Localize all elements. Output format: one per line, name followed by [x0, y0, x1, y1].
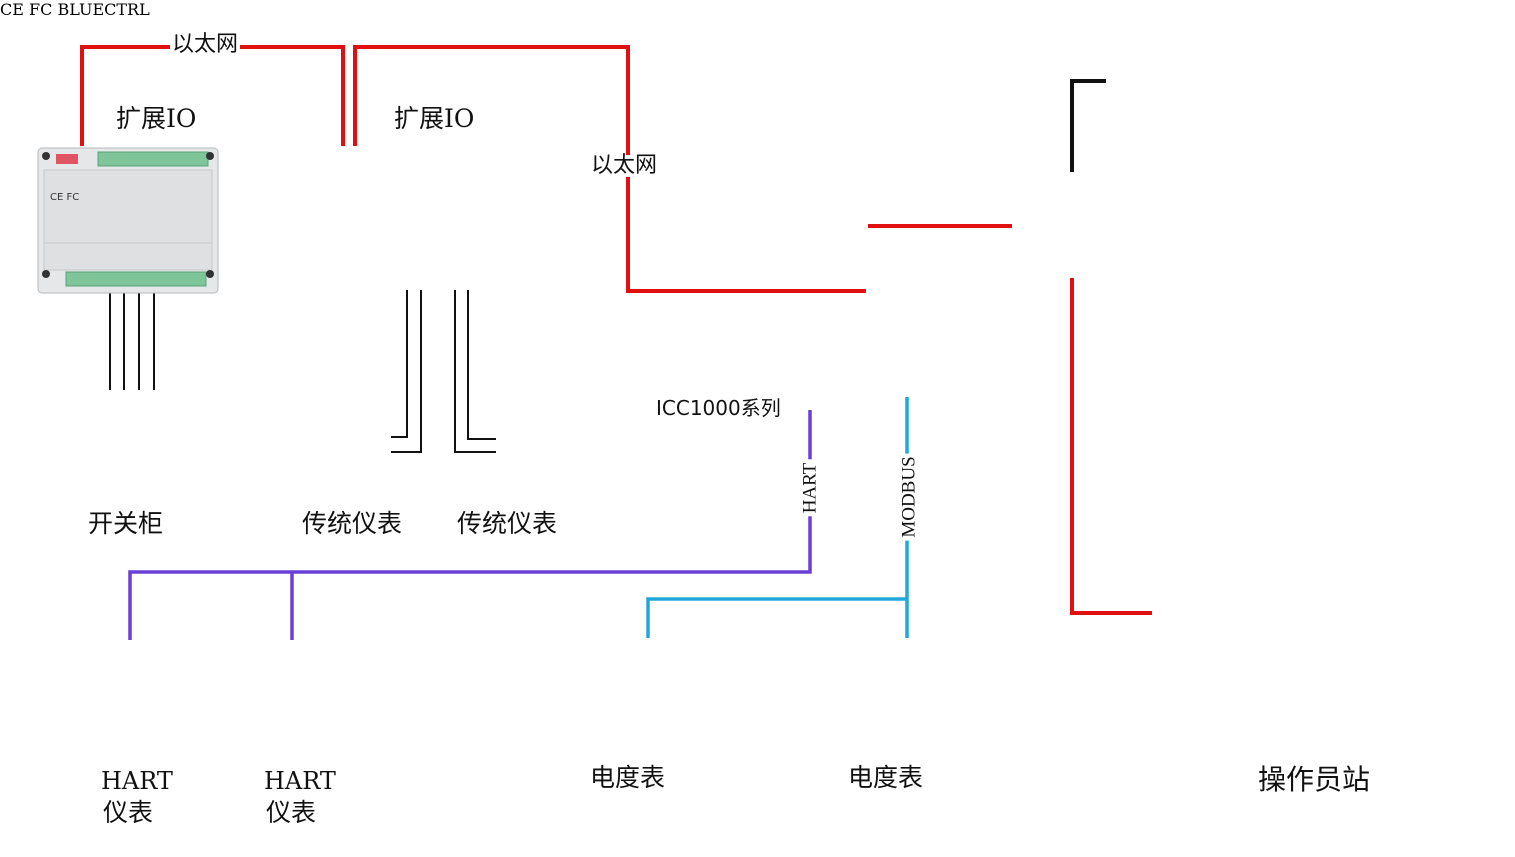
io-module-2-label: 扩展IO — [394, 104, 475, 133]
controller-button-right[interactable]: BLUECTRL — [57, 0, 149, 19]
ethernet-label-right: 以太网 — [589, 153, 660, 178]
energy-meter-1-label: 电度表 — [590, 763, 666, 792]
ethernet-link-io2-controller — [353, 45, 866, 293]
controller-button-left[interactable]: BLUECTRL — [57, 0, 149, 19]
net1-port[interactable]: BLUECTRL — [57, 0, 149, 19]
controller-label: ICC1000系列 — [656, 396, 781, 420]
hart-link-label: HART — [799, 459, 822, 517]
switch-uplink — [1070, 79, 1106, 172]
signal-wires-switchgear — [109, 290, 155, 390]
ethernet-label-top: 以太网 — [170, 32, 241, 57]
energy-meter-2-label: 电度表 — [848, 763, 924, 792]
io-module-1-label: 扩展IO — [116, 104, 197, 133]
net2-port[interactable]: BLUECTRL — [57, 0, 149, 19]
modbus-bus-branch — [646, 597, 907, 638]
io-module-icon[interactable]: CE FC — [0, 0, 53, 19]
links — [80, 45, 1152, 640]
ethernet-link-switch-station — [1070, 278, 1152, 615]
meter-2-label: 传统仪表 — [457, 509, 558, 538]
controller-button-ok[interactable]: BLUECTRL — [57, 0, 149, 19]
hart-meter-1-label-line1: HART — [101, 767, 173, 795]
svg-text:CE FC: CE FC — [50, 192, 79, 203]
controller-icon[interactable]: BLUECTRL — [57, 0, 149, 19]
switchgear-label: 开关柜 — [88, 509, 164, 538]
modbus-link-label: MODBUS — [898, 453, 921, 541]
signal-wires-meter-1 — [391, 290, 422, 453]
operator-station-label: 操作员站 — [1258, 763, 1371, 796]
meter-1-label: 传统仪表 — [302, 509, 403, 538]
hart-meter-2-label-line2: 仪表 — [266, 798, 317, 827]
hart-meter-2-label-line1: HART — [264, 767, 336, 795]
hart-meter-1-label-line2: 仪表 — [103, 798, 154, 827]
io-module-icon[interactable]: CE FC — [37, 147, 219, 294]
signal-wires-meter-2 — [454, 290, 496, 453]
controller-brand: BLUECTRL — [57, 0, 150, 19]
